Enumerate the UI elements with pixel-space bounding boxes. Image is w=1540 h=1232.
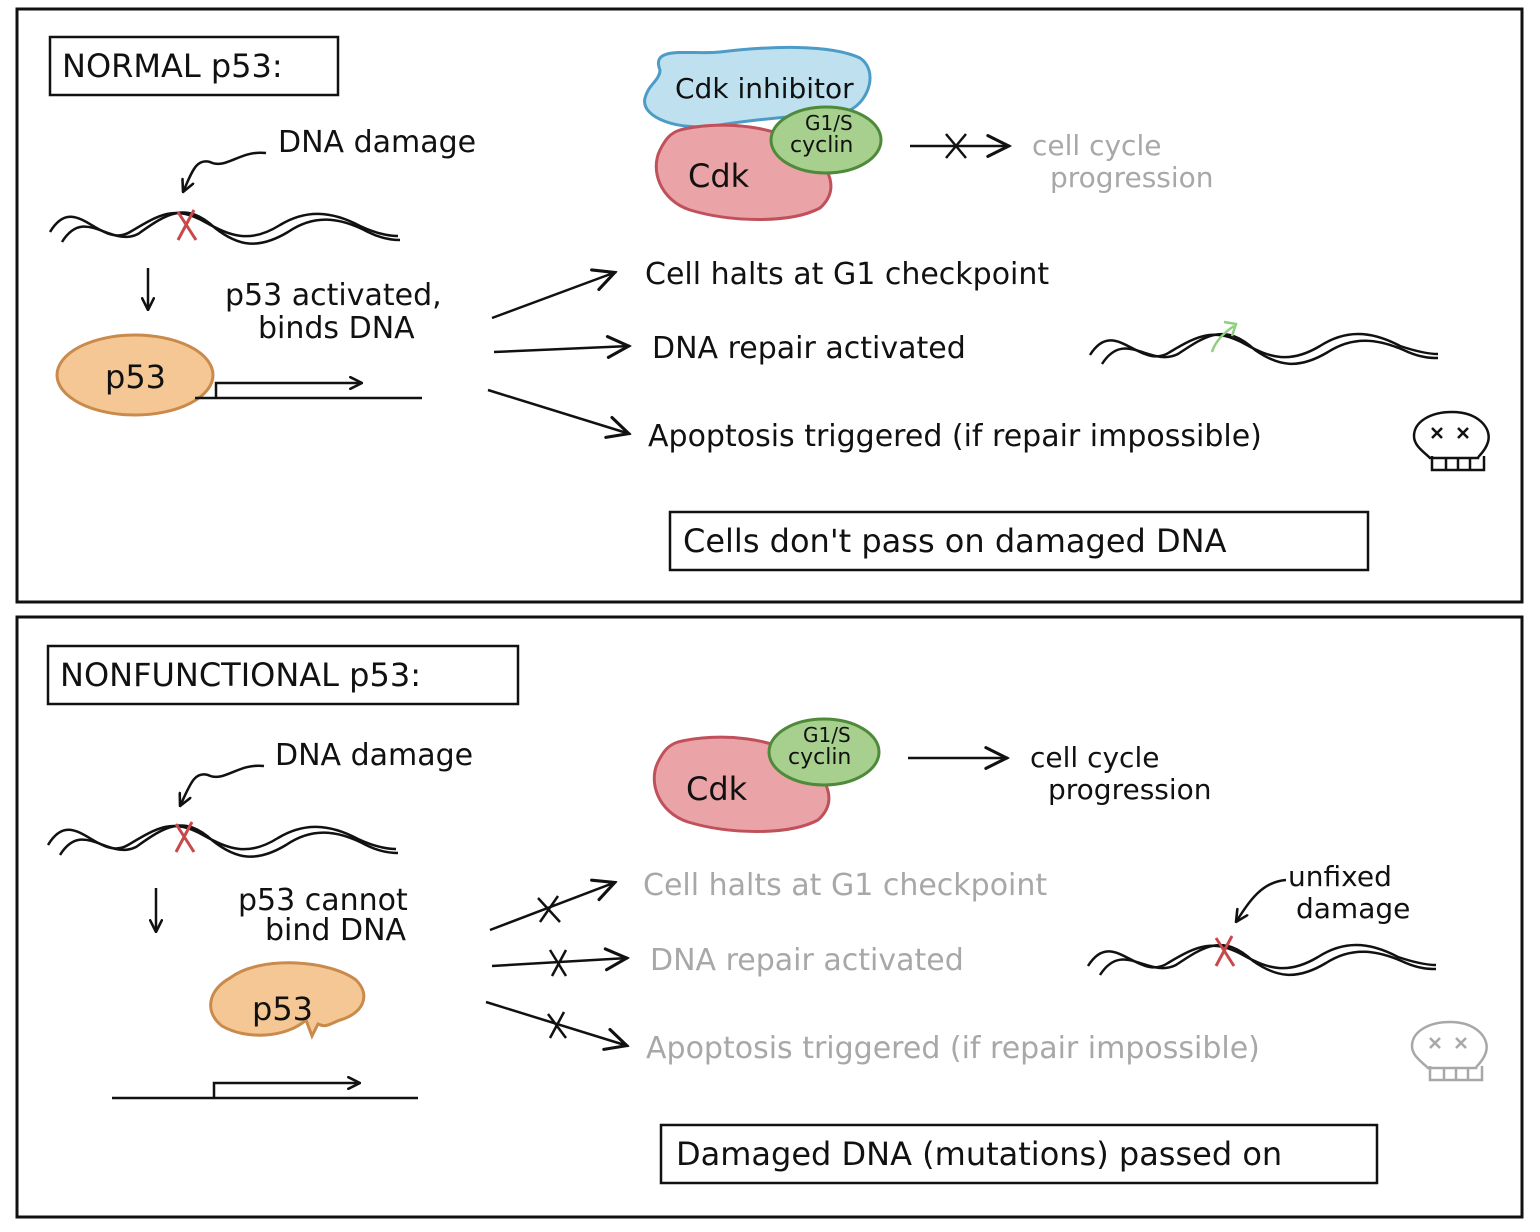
- normal-repaired-dna: [1088, 332, 1439, 365]
- normal-outcome-halt: Cell halts at G1 checkpoint: [645, 257, 1049, 292]
- normal-p53-label: p53: [105, 358, 166, 396]
- normal-cyclin-line1: G1/S: [805, 111, 853, 135]
- nonfunctional-halt-x-icon: [537, 895, 561, 923]
- normal-repair-mark-head: [1223, 320, 1238, 337]
- nonfunctional-panel-frame: [15, 615, 1524, 1219]
- nonfunctional-repair-x-icon: [548, 949, 568, 977]
- normal-block-x-icon: [945, 133, 967, 159]
- nonfunctional-panel: NONFUNCTIONAL p53: DNA damage p53 cannot…: [15, 615, 1524, 1219]
- nonfunctional-apoptosis-x-icon: [547, 1011, 567, 1039]
- nonfunctional-unfixed-line2: damage: [1296, 892, 1410, 925]
- normal-arrow-halt: [491, 272, 616, 320]
- nonfunctional-unfixed-mark: [1214, 935, 1236, 967]
- normal-arrow-repair: [493, 346, 630, 352]
- nonfunctional-dna-damage-label: DNA damage: [275, 738, 473, 773]
- nonfunctional-damaged-dna: [1086, 943, 1437, 976]
- nonfunctional-outcome-repair: DNA repair activated: [650, 943, 964, 978]
- nonfunctional-p53-protein: [209, 961, 366, 1040]
- nonfunctional-outcome-halt: Cell halts at G1 checkpoint: [643, 868, 1047, 903]
- nonfunctional-dna-helix: [46, 824, 399, 858]
- normal-conclusion: Cells don't pass on damaged DNA: [683, 522, 1227, 560]
- normal-conclusion-box: [668, 510, 1370, 572]
- normal-damage-arrow: [183, 151, 267, 192]
- nonfunctional-cyclin: [767, 717, 881, 787]
- nonfunctional-damage-mark: [174, 821, 196, 853]
- normal-progression-line1: cell cycle: [1032, 129, 1161, 162]
- nonfunctional-progression-line2: progression: [1048, 773, 1212, 806]
- normal-p53-protein: [55, 333, 215, 417]
- nonfunctional-progression-line1: cell cycle: [1030, 741, 1159, 774]
- normal-damage-mark: [176, 209, 198, 241]
- normal-dna-helix: [48, 211, 401, 245]
- normal-dna-damage-label: DNA damage: [278, 125, 476, 160]
- normal-transcription-arrow: [214, 383, 362, 398]
- nonfunctional-cannot-line1: p53 cannot: [238, 883, 408, 918]
- normal-title-box: [48, 35, 340, 97]
- normal-outcome-repair: DNA repair activated: [652, 331, 966, 366]
- nonfunctional-unfixed-line1: unfixed: [1288, 860, 1392, 893]
- nonfunctional-arrow-halt: [489, 882, 616, 932]
- nonfunctional-title-box: [46, 644, 520, 706]
- nonfunctional-transcription-arrow: [212, 1083, 360, 1098]
- normal-title: NORMAL p53:: [62, 47, 283, 85]
- normal-activated-line2: binds DNA: [258, 311, 415, 346]
- nonfunctional-damage-arrow: [180, 764, 265, 806]
- normal-arrow-apoptosis: [487, 388, 630, 434]
- normal-skull-icon: [1412, 410, 1490, 472]
- normal-repair-mark-icon: [1210, 324, 1235, 353]
- nonfunctional-conclusion: Damaged DNA (mutations) passed on: [676, 1135, 1282, 1173]
- nonfunctional-p53-label: p53: [252, 990, 313, 1028]
- normal-panel: NORMAL p53: DNA damage p53 activated, bi…: [15, 7, 1524, 604]
- nonfunctional-conclusion-box: [659, 1123, 1379, 1185]
- normal-activated-line1: p53 activated,: [225, 278, 442, 313]
- normal-outcome-apoptosis: Apoptosis triggered (if repair impossibl…: [648, 419, 1262, 454]
- normal-cdk-label: Cdk: [688, 157, 750, 195]
- nonfunctional-cannot-line2: bind DNA: [265, 913, 407, 948]
- nonfunctional-cyclin-line1: G1/S: [803, 723, 851, 747]
- nonfunctional-unfixed-arrow: [1236, 878, 1287, 922]
- nonfunctional-title: NONFUNCTIONAL p53:: [60, 656, 421, 694]
- nonfunctional-cdk-label: Cdk: [686, 770, 748, 808]
- normal-panel-frame: [15, 7, 1524, 604]
- nonfunctional-cyclin-line2: cyclin: [788, 745, 851, 770]
- normal-cyclin: [769, 105, 883, 175]
- nonfunctional-outcome-apoptosis: Apoptosis triggered (if repair impossibl…: [646, 1031, 1260, 1066]
- nonfunctional-skull-icon: [1410, 1020, 1488, 1082]
- normal-cdk-inhibitor-label: Cdk inhibitor: [675, 72, 854, 105]
- normal-progression-line2: progression: [1050, 161, 1214, 194]
- normal-cyclin-line2: cyclin: [790, 133, 853, 158]
